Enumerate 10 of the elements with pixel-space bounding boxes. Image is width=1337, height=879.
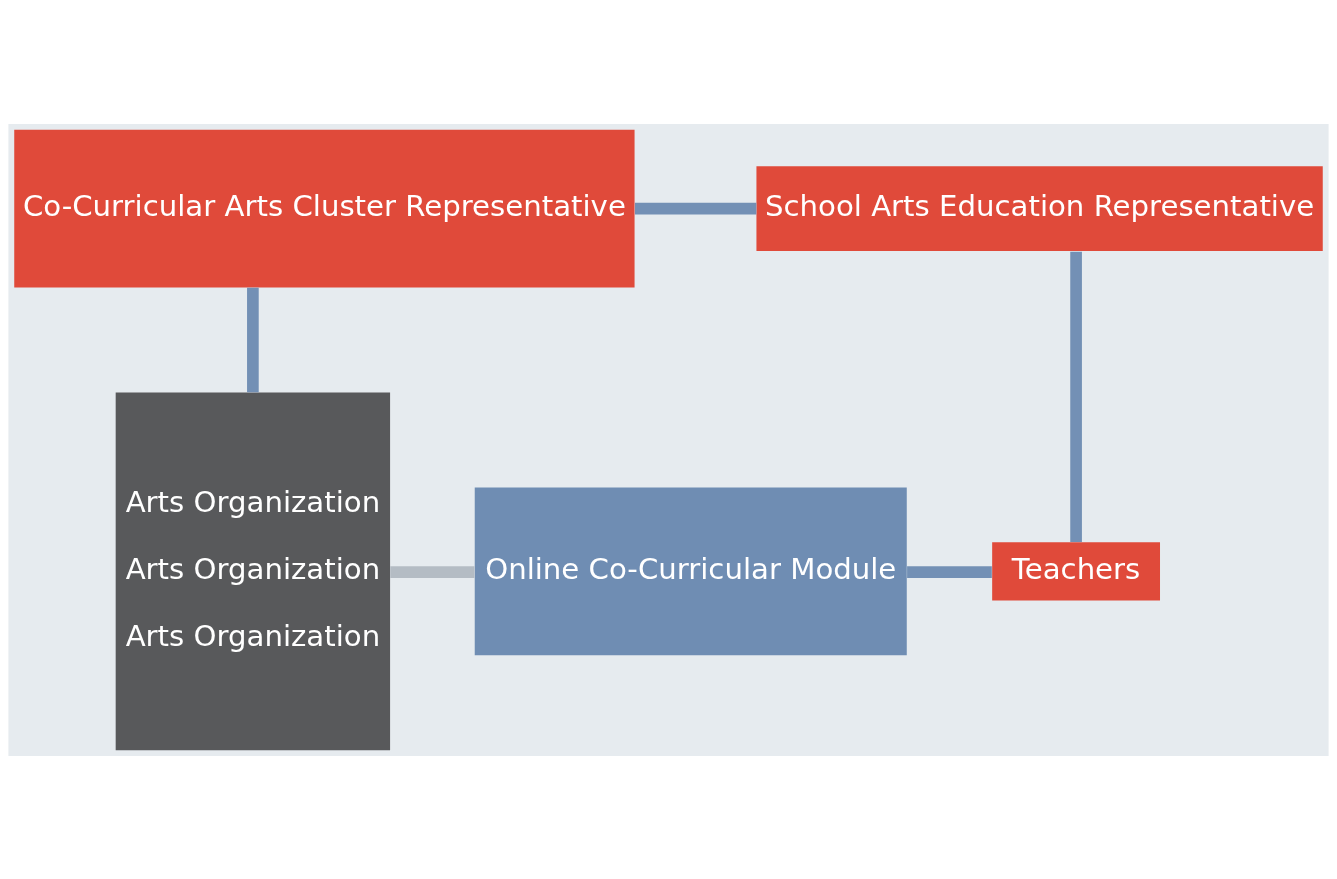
connector — [907, 565, 992, 578]
connector — [634, 202, 757, 214]
connector — [390, 565, 475, 578]
node-box: School Arts Education Representative — [756, 165, 1323, 251]
node-box: Teachers — [992, 541, 1160, 601]
node-box: Online Co-Curricular Module — [474, 486, 907, 655]
node-box: Co-Curricular Arts Cluster Representative — [14, 129, 635, 287]
node-box: Arts Organization Arts Organization Arts Organization — [115, 392, 391, 750]
connector — [1070, 251, 1082, 542]
connector — [247, 287, 259, 392]
